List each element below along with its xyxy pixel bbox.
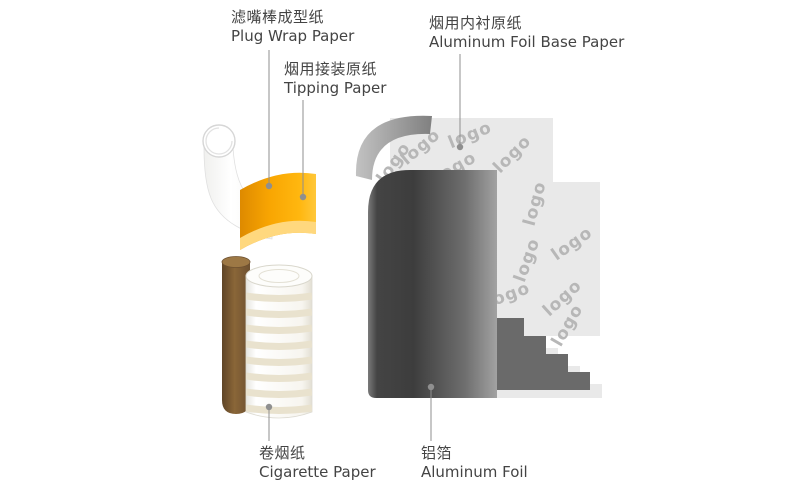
leader-dot-foil-base (456, 143, 464, 151)
label-foil-base-paper: 烟用内衬原纸 Aluminum Foil Base Paper (429, 14, 624, 52)
label-tipping-paper: 烟用接装原纸 Tipping Paper (284, 60, 386, 98)
label-foil-zh: 铝箔 (421, 444, 453, 462)
label-plug-wrap-en: Plug Wrap Paper (231, 27, 355, 46)
aluminum-foil-illustration (355, 115, 590, 398)
base-paper-illustration: logo logo logo logo logo logo logo logo … (373, 118, 602, 398)
label-foil-base-en: Aluminum Foil Base Paper (429, 33, 625, 52)
leader-dot-cigarette (265, 403, 273, 411)
plug-wrap-curl-spiral (205, 127, 233, 155)
label-foil-en: Aluminum Foil (421, 463, 528, 482)
aluminum-foil-curl (355, 115, 432, 180)
label-foil-base-zh: 烟用内衬原纸 (429, 14, 523, 32)
base-paper-right-sheet (497, 182, 600, 336)
leader-lines (265, 50, 464, 441)
stripe (246, 404, 312, 414)
tipping-paper-band (240, 220, 316, 250)
stripe (246, 308, 312, 318)
stripe (246, 324, 312, 334)
leader-dot-plug-wrap (265, 182, 273, 190)
filter-rod-top (221, 256, 251, 268)
label-aluminum-foil: 铝箔 Aluminum Foil (421, 444, 528, 482)
cigarette-paper-illustration (221, 256, 313, 419)
cigarette-paper-roll-spiral (258, 269, 300, 283)
aluminum-foil-sheet (368, 170, 497, 398)
label-tipping-zh: 烟用接装原纸 (284, 60, 378, 78)
leader-dot-foil (427, 383, 435, 391)
label-plug-wrap-zh: 滤嘴棒成型纸 (231, 8, 325, 26)
label-plug-wrap-paper: 滤嘴棒成型纸 Plug Wrap Paper (231, 8, 354, 46)
label-cigarette-zh: 卷烟纸 (259, 444, 306, 462)
tipping-paper-illustration (240, 172, 316, 250)
filter-rod (222, 262, 250, 414)
stripe (246, 372, 312, 382)
label-cigarette-en: Cigarette Paper (259, 463, 376, 482)
cigarette-paper-stripes (246, 292, 312, 414)
stripe (246, 388, 312, 398)
label-tipping-en: Tipping Paper (284, 79, 387, 98)
plug-wrap-curl (202, 124, 236, 158)
leader-dot-tipping (299, 193, 307, 201)
label-cigarette-paper: 卷烟纸 Cigarette Paper (259, 444, 376, 482)
stripe (246, 356, 312, 366)
stripe (246, 340, 312, 350)
cigarette-paper-roll-top (245, 264, 313, 288)
stripe (246, 292, 312, 302)
aluminum-foil-step-edge (497, 318, 590, 390)
